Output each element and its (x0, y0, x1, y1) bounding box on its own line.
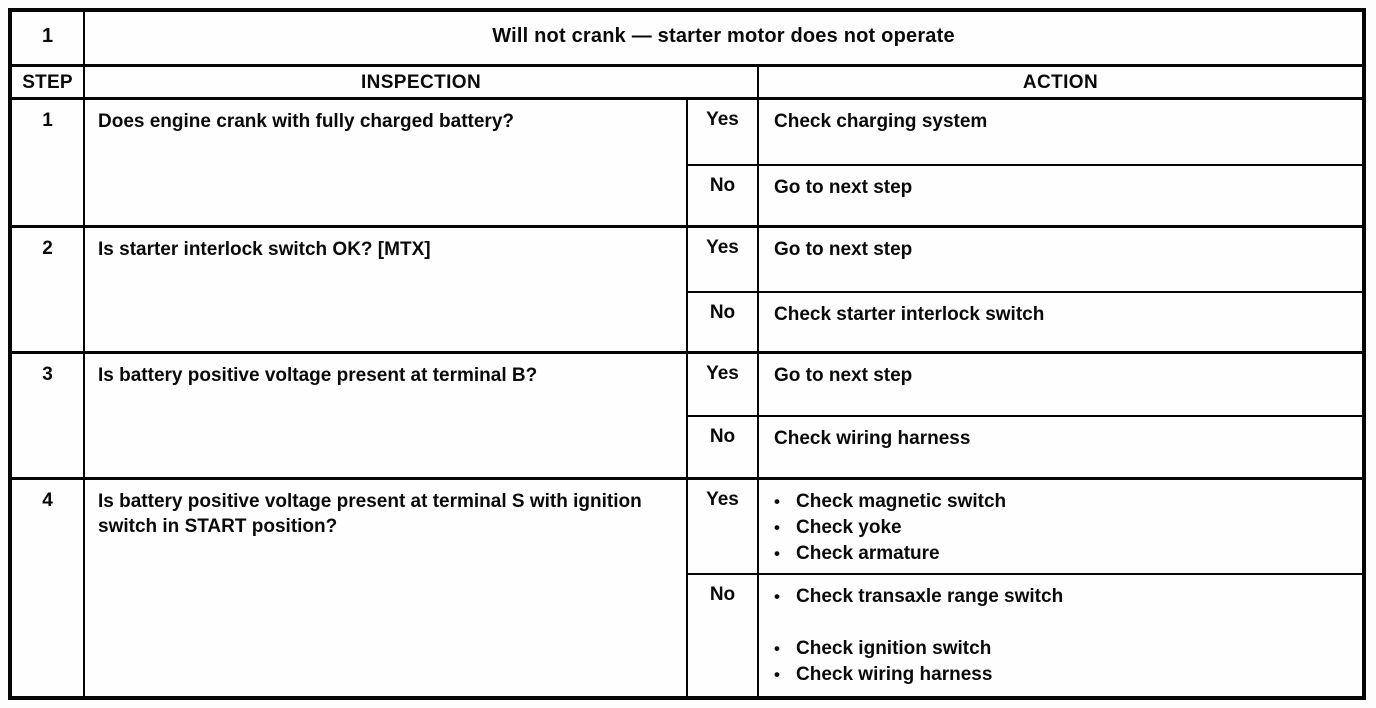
action-item: • Check armature (774, 541, 1352, 567)
branches: Yes • Check magnetic switch • Check yoke • Ch… (688, 480, 1362, 696)
flowchart-number: 1 (12, 12, 85, 64)
step-number: 1 (12, 100, 85, 225)
action-text: Check transaxle range switch (796, 586, 1064, 607)
answer-label: Yes (688, 354, 759, 415)
action-text: Check charging system (774, 111, 988, 132)
answer-label: Yes (688, 228, 759, 291)
branch-yes: Yes Go to next step (688, 228, 1362, 291)
step-row-4: 4 Is battery positive voltage present at… (12, 477, 1362, 696)
table-title-row: 1 Will not crank — starter motor does no… (12, 12, 1362, 64)
action-item: Go to next step (774, 363, 1352, 389)
bullet-icon: • (774, 587, 780, 606)
action-item: • Check yoke (774, 515, 1352, 541)
action-text: Go to next step (774, 177, 913, 198)
action-item: • Check wiring harness (774, 662, 1352, 688)
branch-no: No Check wiring harness (688, 415, 1362, 477)
action-text: Go to next step (774, 239, 913, 260)
branches: Yes Check charging system No Go to next … (688, 100, 1362, 225)
action-item: Check starter interlock switch (774, 302, 1352, 328)
action-cell: Check starter interlock switch (759, 293, 1362, 351)
inspection-text: Is battery positive voltage present at t… (85, 354, 688, 477)
branches: Yes Go to next step No Check starter int… (688, 228, 1362, 351)
step-number: 2 (12, 228, 85, 351)
step-number: 3 (12, 354, 85, 477)
action-cell: Go to next step (759, 166, 1362, 225)
branch-no: No Check starter interlock switch (688, 291, 1362, 351)
action-cell: Check charging system (759, 100, 1362, 164)
action-item: • Check ignition switch (774, 636, 1352, 662)
action-text: Check armature (796, 543, 940, 564)
bullet-icon: • (774, 544, 780, 563)
answer-label: No (688, 166, 759, 225)
header-step: STEP (12, 67, 85, 97)
step-number: 4 (12, 480, 85, 696)
action-text: Check ignition switch (796, 638, 992, 659)
branch-no: No • Check transaxle range switch • Check i… (688, 573, 1362, 696)
step-row-1: 1 Does engine crank with fully charged b… (12, 97, 1362, 225)
branches: Yes Go to next step No Check wiring harn… (688, 354, 1362, 477)
bullet-icon: • (774, 639, 780, 658)
bullet-icon: • (774, 665, 780, 684)
answer-label: Yes (688, 100, 759, 164)
branch-no: No Go to next step (688, 164, 1362, 225)
action-item: • Check magnetic switch (774, 489, 1352, 515)
branch-yes: Yes • Check magnetic switch • Check yoke • Ch… (688, 480, 1362, 573)
action-cell: • Check magnetic switch • Check yoke • Check … (759, 480, 1362, 573)
troubleshooting-table: 1 Will not crank — starter motor does no… (8, 8, 1366, 700)
action-text: Check starter interlock switch (774, 304, 1045, 325)
action-cell: Check wiring harness (759, 417, 1362, 477)
action-text: Go to next step (774, 365, 913, 386)
branch-yes: Yes Go to next step (688, 354, 1362, 415)
inspection-text: Is starter interlock switch OK? [MTX] (85, 228, 688, 351)
action-text: Check wiring harness (796, 664, 993, 685)
header-inspection: INSPECTION (85, 67, 759, 97)
action-item: Check charging system (774, 109, 1352, 135)
action-item: Check wiring harness (774, 426, 1352, 452)
action-text: Check wiring harness (774, 428, 971, 449)
step-row-2: 2 Is starter interlock switch OK? [MTX] … (12, 225, 1362, 351)
bullet-icon: • (774, 492, 780, 511)
answer-label: No (688, 575, 759, 696)
inspection-text: Does engine crank with fully charged bat… (85, 100, 688, 225)
action-text: Check yoke (796, 517, 902, 538)
header-action: ACTION (1022, 72, 1099, 93)
bullet-icon: • (774, 518, 780, 537)
action-item: • Check transaxle range switch (774, 584, 1352, 610)
action-cell: • Check transaxle range switch • Check igni… (759, 575, 1362, 696)
symptom-title: Will not crank — starter motor does not … (492, 25, 955, 47)
answer-label: No (688, 417, 759, 477)
action-item: Go to next step (774, 175, 1352, 201)
action-cell: Go to next step (759, 354, 1362, 415)
action-text: Check magnetic switch (796, 491, 1007, 512)
branch-yes: Yes Check charging system (688, 100, 1362, 164)
answer-label: No (688, 293, 759, 351)
action-gap (774, 610, 1352, 636)
column-header-row: STEP INSPECTION ACTION (12, 64, 1362, 97)
action-cell: Go to next step (759, 228, 1362, 291)
inspection-text: Is battery positive voltage present at t… (85, 480, 688, 696)
action-item: Go to next step (774, 237, 1352, 263)
answer-label: Yes (688, 480, 759, 573)
step-row-3: 3 Is battery positive voltage present at… (12, 351, 1362, 477)
